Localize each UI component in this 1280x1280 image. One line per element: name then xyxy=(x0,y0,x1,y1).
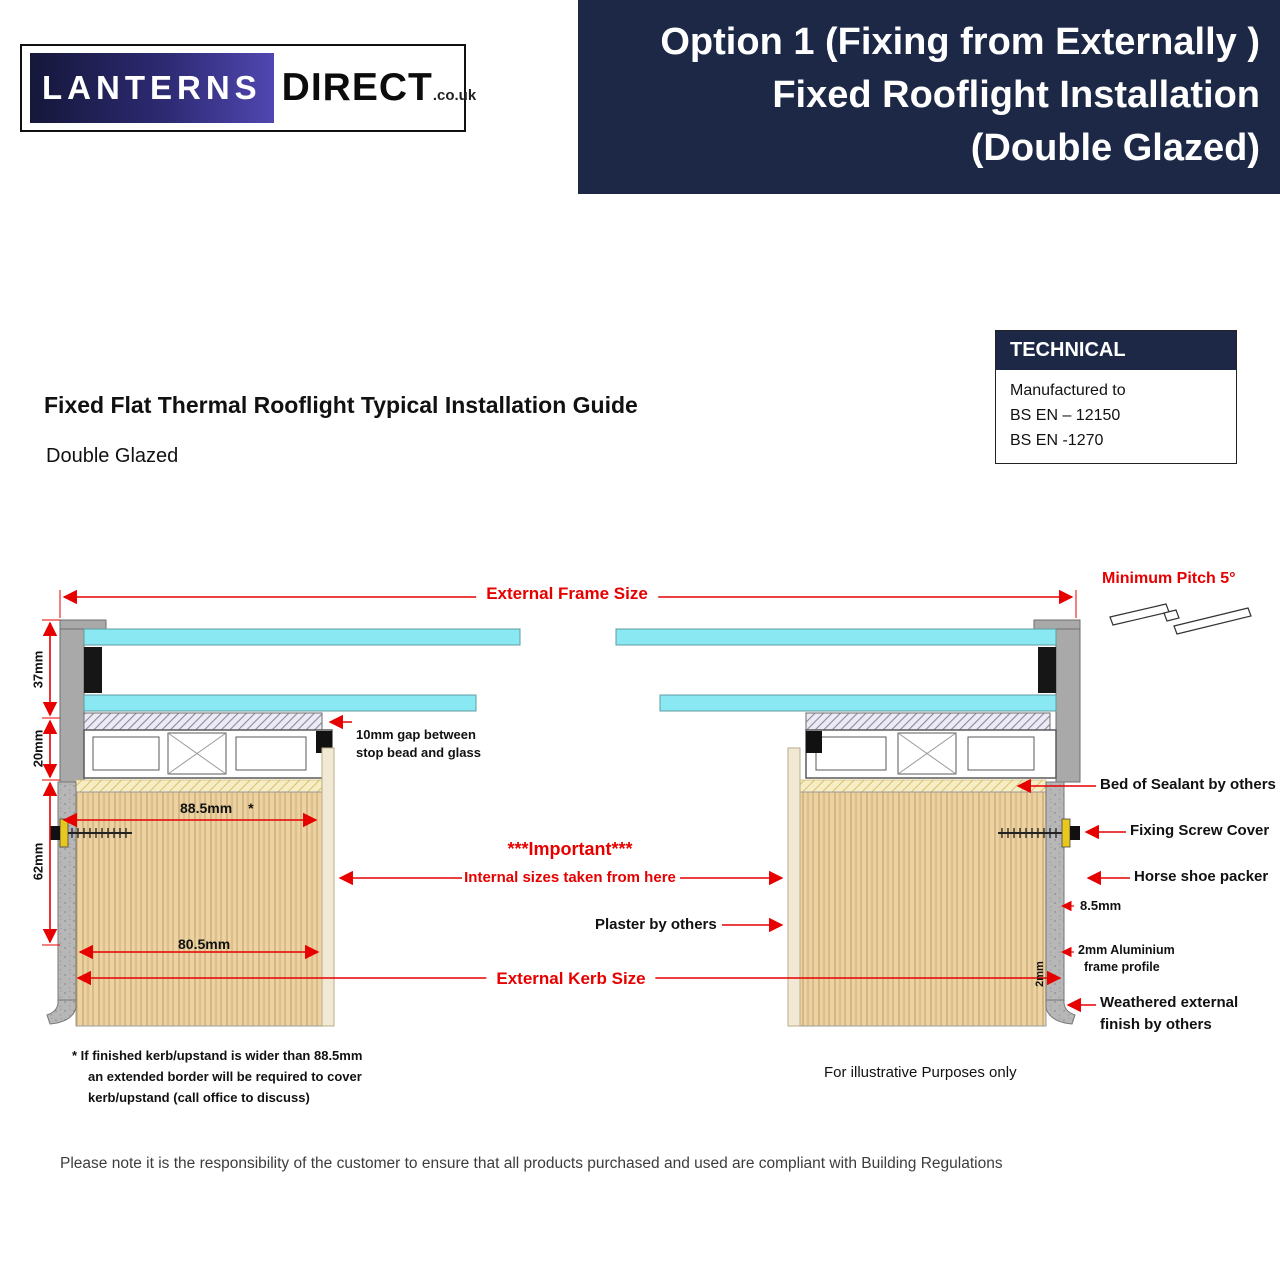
left-weathered-curl xyxy=(46,999,77,1025)
dim-885-star: * xyxy=(248,800,254,816)
weathered-label: Weathered external finish by others xyxy=(1100,992,1238,1036)
dim-805-label: 80.5mm xyxy=(178,936,231,952)
right-glass-spacer xyxy=(1038,647,1056,693)
footnote-line1: * If finished kerb/upstand is wider than… xyxy=(72,1048,363,1063)
technical-line3: BS EN -1270 xyxy=(1010,432,1104,449)
left-sealant-bed xyxy=(75,779,323,793)
page-title: Fixed Flat Thermal Rooflight Typical Ins… xyxy=(44,392,638,418)
weathered-line1: Weathered external xyxy=(1100,994,1239,1011)
gap-note-line2: stop bead and glass xyxy=(356,745,481,760)
right-top-cap xyxy=(1033,619,1081,630)
fixing-screw-label: Fixing Screw Cover xyxy=(1130,822,1270,839)
left-plaster-board xyxy=(321,747,335,1027)
footer-note: Please note it is the responsibility of … xyxy=(60,1155,1003,1172)
banner-line3: (Double Glazed) xyxy=(970,127,1260,169)
dim-885-label: 88.5mm * xyxy=(180,800,254,816)
logo-couk-text: .co.uk xyxy=(432,86,477,104)
dim-20-label: 20mm xyxy=(30,729,46,768)
dim-85-label: 8.5mm xyxy=(1080,898,1122,913)
right-glass-top xyxy=(615,628,1057,646)
right-weathered-finish xyxy=(1045,781,1065,1007)
right-sealant-bed xyxy=(799,779,1047,793)
technical-body: Manufactured to BS EN – 12150 BS EN -127… xyxy=(996,370,1236,463)
left-kerb xyxy=(75,791,323,1027)
left-top-cap xyxy=(59,619,107,630)
weathered-line2: finish by others xyxy=(1100,1016,1212,1033)
left-glass-bottom xyxy=(83,694,477,712)
technical-header: TECHNICAL xyxy=(996,331,1236,370)
right-section xyxy=(615,619,1081,1027)
left-section xyxy=(46,619,521,1027)
right-outer-frame xyxy=(1055,619,1081,783)
logo-direct-text: DIRECT xyxy=(281,66,433,109)
technical-box: TECHNICAL Manufactured to BS EN – 12150 … xyxy=(995,330,1237,464)
minimum-pitch-sketch xyxy=(1109,603,1252,635)
right-fixing-screw xyxy=(998,818,1080,848)
important-label: ***Important*** xyxy=(507,839,633,859)
internal-sizes-label: Internal sizes taken from here xyxy=(464,869,676,886)
dim-2mm-label: 2mm xyxy=(1034,961,1046,987)
left-glass-top xyxy=(83,628,521,646)
gap-note-line1: 10mm gap between xyxy=(356,727,476,742)
dim-885-value: 88.5mm xyxy=(180,800,233,816)
header-banner: Option 1 (Fixing from Externally ) Fixed… xyxy=(578,0,1280,194)
gap-note-label: 10mm gap between stop bead and glass xyxy=(356,726,481,762)
bed-of-sealant-label: Bed of Sealant by others xyxy=(1100,776,1276,793)
external-kerb-size-label: External Kerb Size xyxy=(486,969,656,989)
logo-lanterns-text: LANTERNS xyxy=(30,53,274,123)
banner-line1: Option 1 (Fixing from Externally ) xyxy=(660,21,1260,63)
right-thermal-hatch xyxy=(805,712,1051,731)
alu-frame-line2: frame profile xyxy=(1084,960,1160,974)
left-glass-spacer xyxy=(84,647,102,693)
left-weathered-finish xyxy=(57,781,77,1007)
right-plaster-board xyxy=(787,747,801,1027)
dim-37-label: 37mm xyxy=(30,650,46,689)
horse-shoe-label: Horse shoe packer xyxy=(1134,868,1269,885)
right-kerb xyxy=(799,791,1047,1027)
technical-line2: BS EN – 12150 xyxy=(1010,407,1121,424)
right-stop-bead xyxy=(806,731,822,753)
banner-line2: Fixed Rooflight Installation xyxy=(772,74,1260,116)
left-outer-frame xyxy=(59,619,85,783)
right-glass-bottom xyxy=(659,694,1057,712)
footnote-line3: kerb/upstand (call office to discuss) xyxy=(88,1090,310,1105)
external-frame-size-label: External Frame Size xyxy=(476,584,658,604)
plaster-label: Plaster by others xyxy=(595,916,717,933)
minimum-pitch-label: Minimum Pitch 5° xyxy=(1102,570,1236,587)
right-weathered-curl xyxy=(1045,999,1076,1025)
left-thermal-hatch xyxy=(83,712,323,731)
footnote-line2: an extended border will be required to c… xyxy=(88,1069,362,1084)
alu-frame-line1: 2mm Aluminium xyxy=(1078,943,1175,957)
page-subtitle: Double Glazed xyxy=(46,445,179,467)
dim-62-label: 62mm xyxy=(30,842,46,881)
logo: LANTERNS DIRECT .co.uk xyxy=(20,44,476,132)
illustrative-label: For illustrative Purposes only xyxy=(824,1064,1017,1081)
alu-frame-label: 2mm Aluminium frame profile xyxy=(1078,942,1175,976)
technical-line1: Manufactured to xyxy=(1010,382,1126,399)
